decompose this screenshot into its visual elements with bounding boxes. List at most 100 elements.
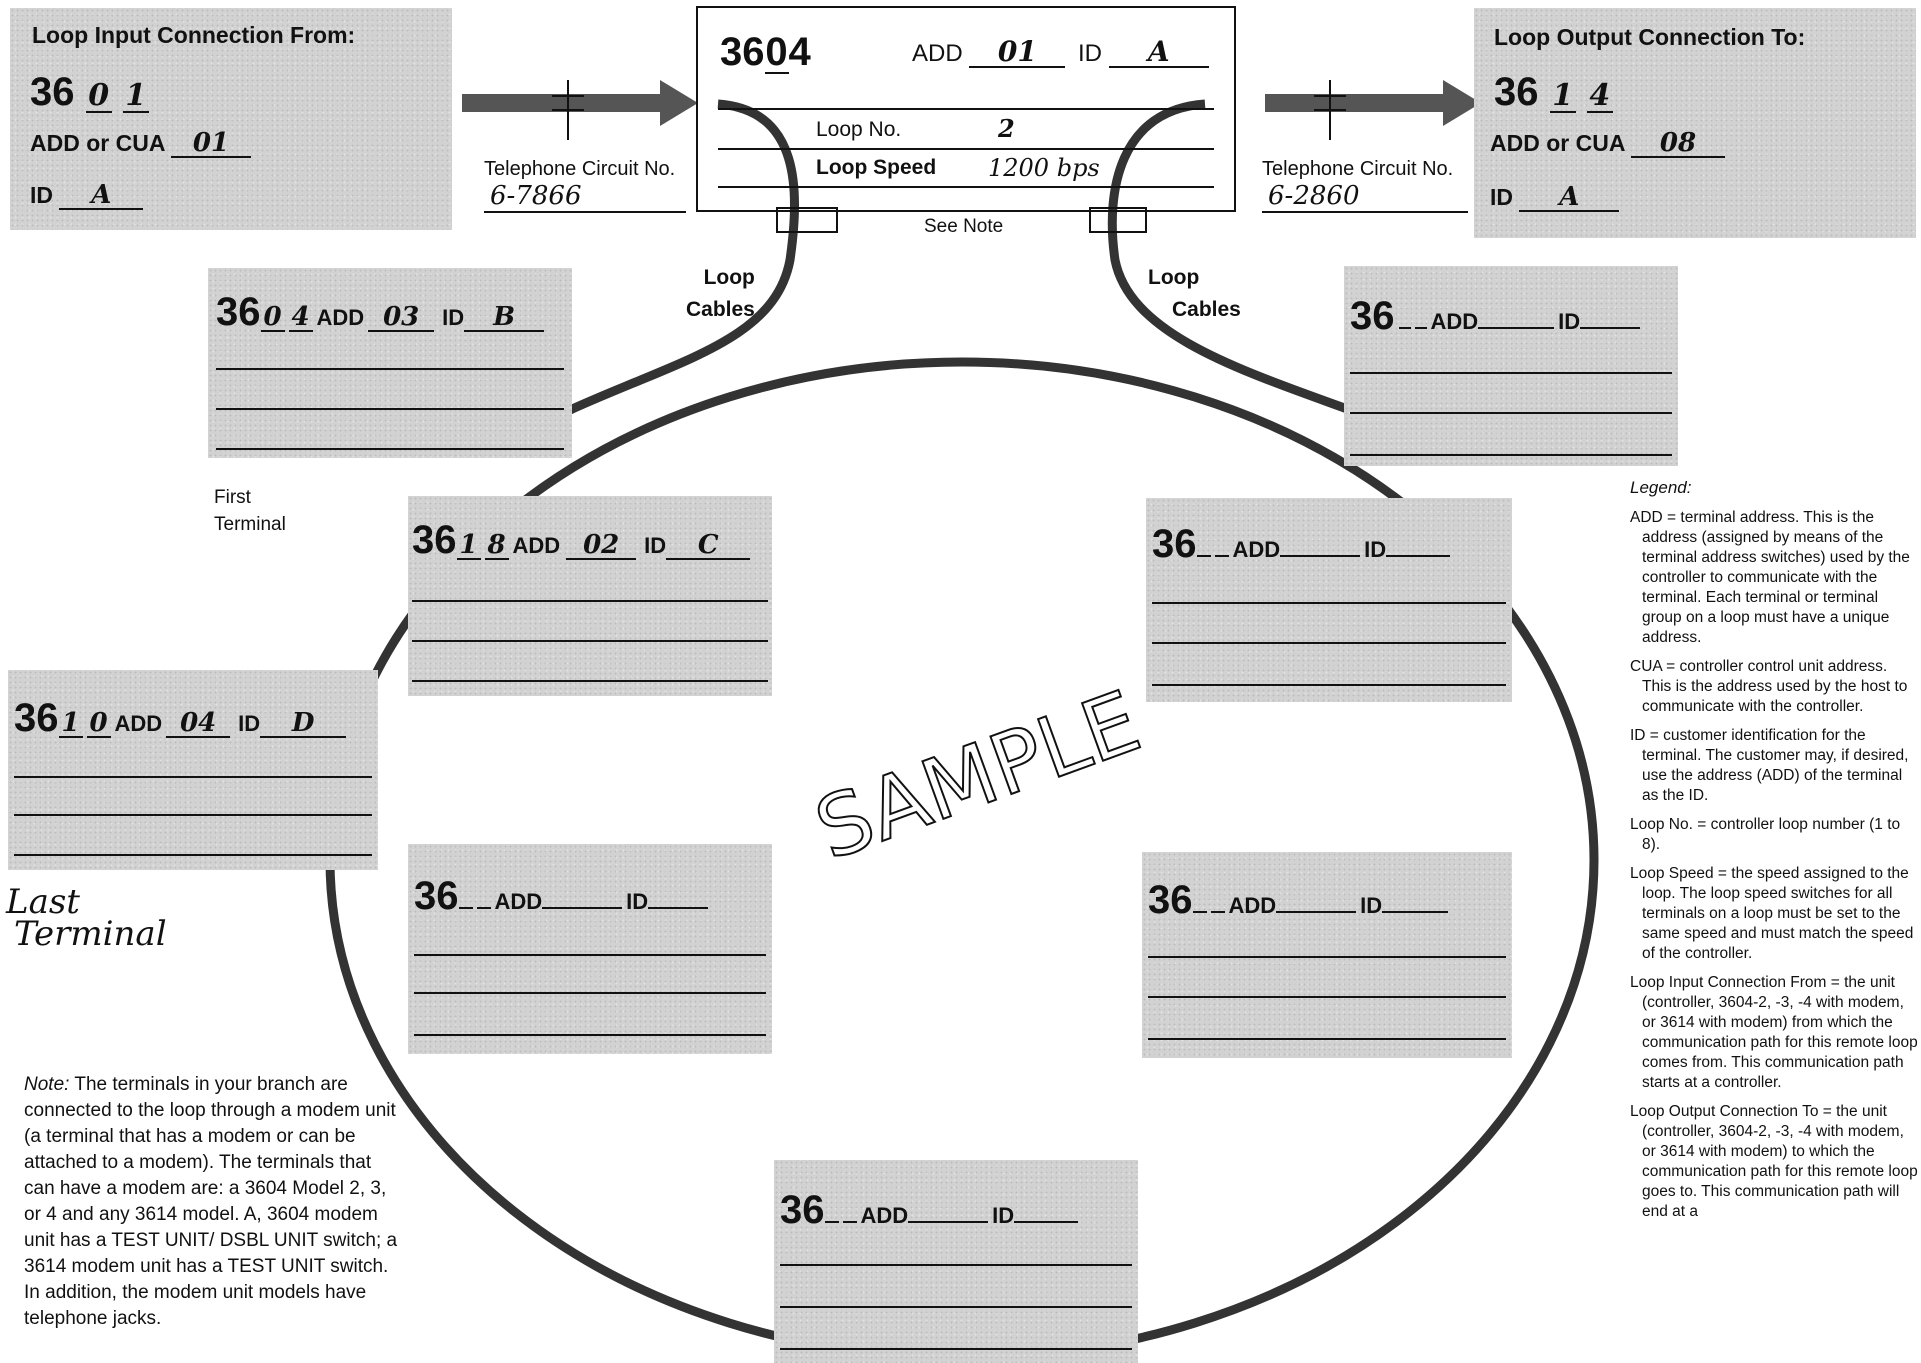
controller-model-digit-1: 0 xyxy=(764,30,789,74)
model-prefix: 36 xyxy=(1494,70,1539,114)
terminal-id-field[interactable] xyxy=(1580,327,1641,329)
terminal-rule xyxy=(14,854,372,856)
id-label: ID xyxy=(30,182,53,208)
legend-item-loop-output: Loop Output Connection To = the unit (co… xyxy=(1630,1103,1918,1220)
id-label: ID xyxy=(1490,184,1513,210)
terminal-id-field[interactable] xyxy=(1014,1221,1079,1223)
terminal-id-field[interactable]: C xyxy=(666,532,751,560)
terminal-id-field[interactable] xyxy=(1386,555,1451,557)
controller-id-label: ID xyxy=(1078,40,1103,67)
terminal-rule xyxy=(1350,372,1672,374)
controller-rule-1 xyxy=(718,108,1214,110)
loop-output-box: Loop Output Connection To: 36 1 4 ADD or… xyxy=(1474,8,1916,238)
output-arrow xyxy=(1265,80,1481,140)
terminal-rule xyxy=(414,1034,766,1036)
loop-speed-value[interactable]: 1200 bps xyxy=(988,154,1100,182)
sample-watermark: SAMPLE xyxy=(803,672,1152,879)
terminal-model-digit-2[interactable] xyxy=(1214,555,1229,557)
telephone-label: Telephone Circuit No. xyxy=(484,158,676,180)
model-digit-2[interactable]: 4 xyxy=(1586,81,1613,113)
model-digit-2[interactable]: 1 xyxy=(122,81,149,113)
add-cua-label: ADD or CUA xyxy=(1490,130,1625,156)
terminal-rule xyxy=(414,954,766,956)
controller-model: 3604 xyxy=(720,30,811,75)
legend-item-loop-input: Loop Input Connection From = the unit (c… xyxy=(1630,974,1918,1091)
terminal-id-field[interactable] xyxy=(1382,911,1449,913)
loop-input-id-row: ID A xyxy=(30,182,144,210)
loop-input-add-row: ADD or CUA 01 xyxy=(30,130,251,158)
first-terminal-label: First Terminal xyxy=(214,487,286,535)
terminal-rule xyxy=(1148,996,1506,998)
terminal-rule xyxy=(216,368,564,370)
controller-add-field[interactable]: 01 xyxy=(969,38,1066,68)
controller-model-digit-2: 4 xyxy=(788,30,811,74)
terminal-model-digit-2[interactable]: 8 xyxy=(484,532,509,560)
terminal-rule xyxy=(1350,412,1672,414)
terminal-model-digit-1[interactable]: 0 xyxy=(260,304,285,332)
add-cua-field[interactable]: 01 xyxy=(170,130,251,158)
loop-output-title: Loop Output Connection To: xyxy=(1494,24,1806,50)
terminal-model-digit-2[interactable] xyxy=(1210,911,1225,913)
loop-input-model: 36 0 1 xyxy=(30,70,149,115)
terminal-model-digit-1[interactable] xyxy=(824,1221,839,1223)
terminal-rule xyxy=(780,1348,1132,1350)
terminal-model-digit-1[interactable] xyxy=(1192,911,1207,913)
telephone-value[interactable]: 6-7866 xyxy=(484,181,686,213)
telephone-label: Telephone Circuit No. xyxy=(1262,158,1454,180)
id-field[interactable]: A xyxy=(59,182,144,210)
jack-left xyxy=(776,207,838,233)
controller-rule-3 xyxy=(718,186,1214,188)
terminal-id-field[interactable]: D xyxy=(260,710,347,738)
terminal-rule xyxy=(780,1306,1132,1308)
terminal-add-field[interactable] xyxy=(908,1221,989,1223)
terminal-add-field[interactable] xyxy=(1478,327,1555,329)
controller-id-field[interactable]: A xyxy=(1108,38,1209,68)
terminal-add-field[interactable] xyxy=(542,907,623,909)
terminal-add-field[interactable]: 03 xyxy=(368,304,435,332)
terminal-id-field[interactable] xyxy=(648,907,709,909)
controller-add-row: ADD 01 ID A xyxy=(912,38,1209,68)
terminal-rule xyxy=(216,448,564,450)
legend: Legend: ADD = terminal address. This is … xyxy=(1630,478,1920,1231)
terminal-rule xyxy=(1148,956,1506,958)
see-note: See Note xyxy=(924,216,1004,237)
terminal-model-digit-2[interactable]: 4 xyxy=(288,304,313,332)
controller-box: 3604 ADD 01 ID A Loop No. 2 Loop Speed 1… xyxy=(696,6,1236,212)
terminal-rule xyxy=(216,408,564,410)
terminal-model-digit-2[interactable]: 0 xyxy=(86,710,111,738)
terminal-add-field[interactable]: 02 xyxy=(566,532,637,560)
terminal-model-digit-1[interactable] xyxy=(1196,555,1211,557)
loop-input-box: Loop Input Connection From: 36 0 1 ADD o… xyxy=(10,8,452,230)
controller-rule-2 xyxy=(718,148,1214,150)
loop-output-model: 36 1 4 xyxy=(1494,70,1613,115)
loop-no-value[interactable]: 2 xyxy=(998,114,1015,143)
terminal-model-digit-2[interactable] xyxy=(842,1221,857,1223)
terminal-add-field[interactable] xyxy=(1280,555,1361,557)
add-cua-field[interactable]: 08 xyxy=(1630,130,1725,158)
telephone-value[interactable]: 6-2860 xyxy=(1262,181,1468,213)
terminal-model-digit-1[interactable]: 1 xyxy=(58,710,83,738)
model-digit-1[interactable]: 1 xyxy=(1549,81,1576,113)
id-field[interactable]: A xyxy=(1519,184,1620,212)
terminal-rule xyxy=(414,992,766,994)
terminal-id-field[interactable]: B xyxy=(464,304,545,332)
terminal-model-digit-1[interactable]: 1 xyxy=(456,532,481,560)
terminal-rule xyxy=(1152,684,1506,686)
terminal-model-digit-1[interactable] xyxy=(1398,327,1411,329)
terminal-add-field[interactable] xyxy=(1276,911,1357,913)
terminal-model-digit-2[interactable] xyxy=(476,907,491,909)
telephone-circuit-right: Telephone Circuit No. 6-2860 xyxy=(1262,158,1472,213)
model-digit-1[interactable]: 0 xyxy=(85,81,112,113)
loop-cable-left xyxy=(568,99,799,415)
terminal-model-digit-2[interactable] xyxy=(1414,327,1427,329)
terminal-add-field[interactable]: 04 xyxy=(166,710,231,738)
legend-item-loop-no: Loop No. = controller loop number (1 to … xyxy=(1630,816,1901,853)
terminal-model-digit-1[interactable] xyxy=(458,907,473,909)
